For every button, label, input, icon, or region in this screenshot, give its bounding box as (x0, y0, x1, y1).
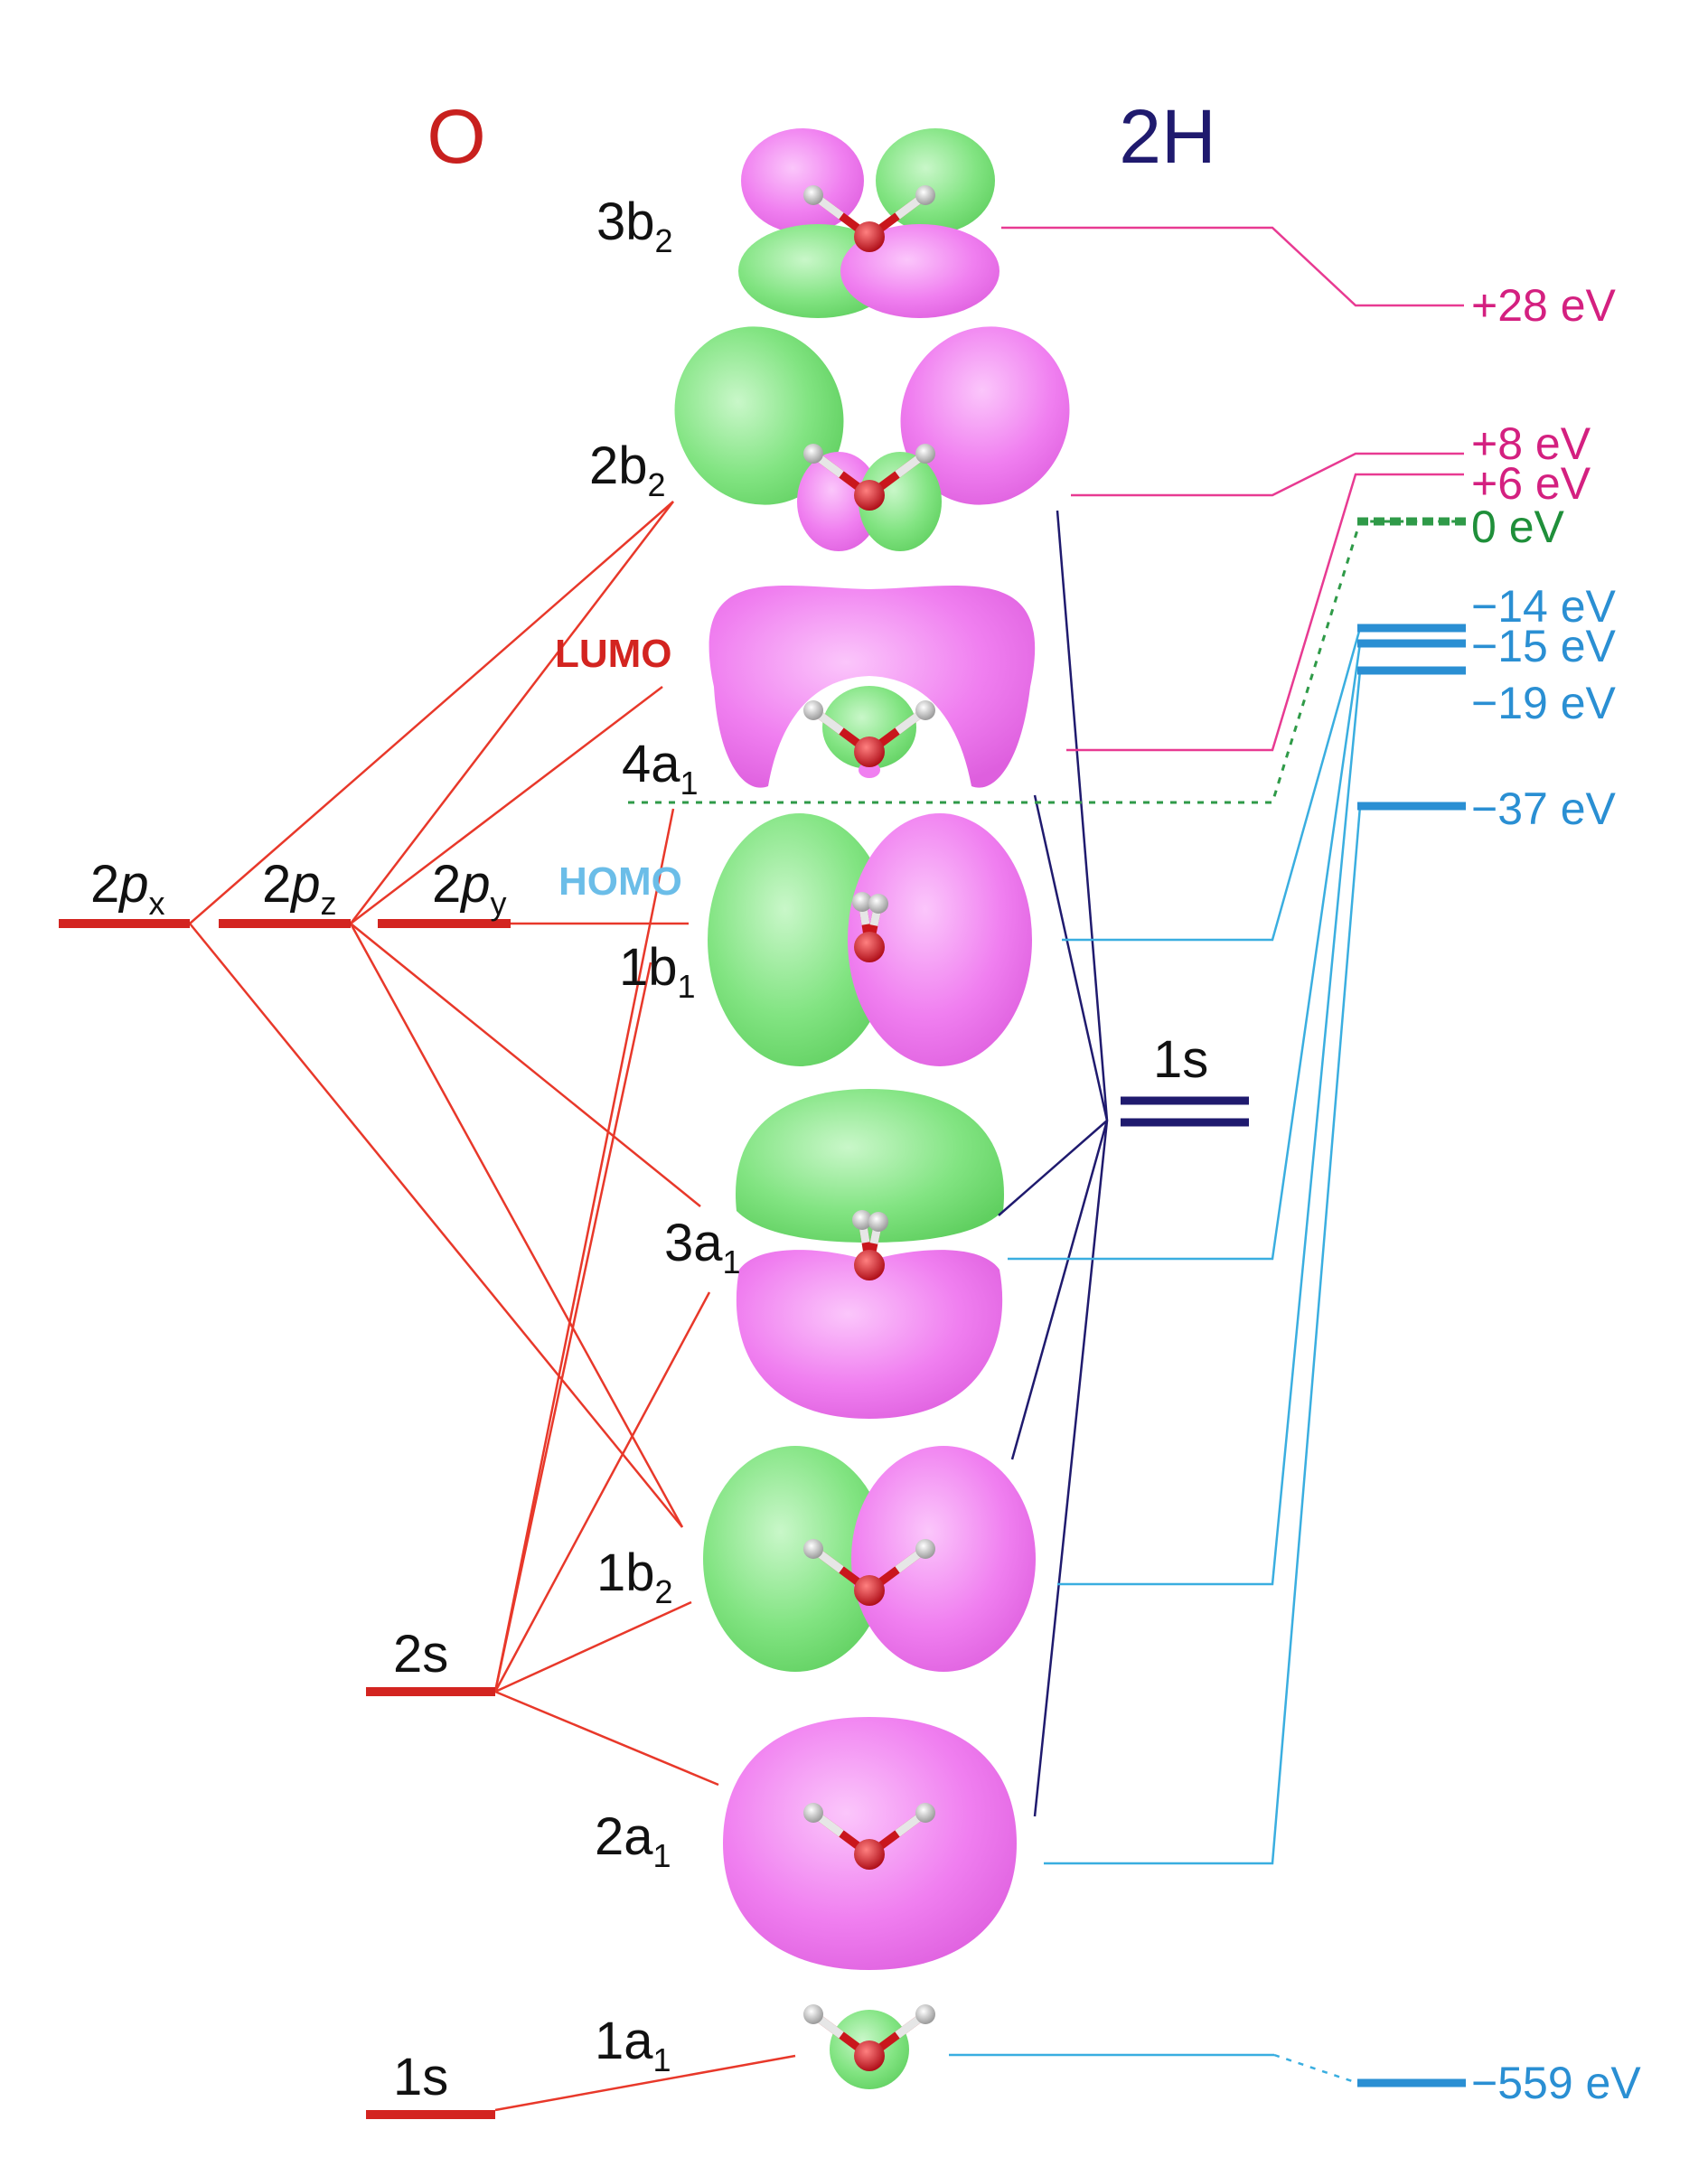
hydrogen-correlation-lines (998, 510, 1109, 1817)
energy-label-1: +28 eV (1471, 280, 1617, 331)
label-2pz: 2pz (262, 855, 337, 922)
water-molecules (803, 185, 935, 2071)
antibonding-lines (1001, 226, 1464, 752)
orbital-3a1 (735, 1089, 1005, 1419)
label-o-1s: 1s (393, 2048, 448, 2106)
mo-label-2a1: 2a1 (595, 1807, 671, 1874)
oxygen-levels (59, 919, 511, 2119)
label-2py: 2py (432, 855, 507, 922)
energy-label-9: −559 eV (1471, 2058, 1641, 2108)
label-o-2s: 2s (393, 1625, 448, 1684)
mo-label-4a1: 4a1 (622, 735, 699, 802)
homo-tag: HOMO (558, 859, 682, 904)
mo-label-3a1: 3a1 (664, 1214, 741, 1280)
orbital-lobes (674, 128, 1070, 2089)
oxygen-correlation-lines (189, 501, 796, 2112)
lumo-tag: LUMO (555, 632, 672, 676)
water-molecule (803, 1803, 935, 1870)
water-molecule (803, 700, 935, 767)
water-molecule (852, 1210, 888, 1280)
energy-label-6: −15 eV (1471, 621, 1617, 671)
water-molecule (852, 892, 888, 962)
mo-energy-levels (1357, 517, 1466, 2087)
mo-label-1a1: 1a1 (595, 2012, 671, 2078)
water-molecule (803, 1539, 935, 1606)
hydrogen-level (1121, 1096, 1249, 1127)
energy-label-5: −14 eV (1471, 581, 1617, 632)
bonding-lines (949, 626, 1464, 2085)
energy-label-8: −37 eV (1471, 783, 1617, 834)
orbital-1b2 (703, 1446, 1036, 1672)
label-h-1s: 1s (1153, 1030, 1208, 1089)
energy-label-2: +8 eV (1471, 418, 1591, 469)
energy-label-4: 0 eV (1471, 502, 1565, 552)
mo-label-2b2: 2b2 (589, 436, 666, 503)
mo-label-1b2: 1b2 (596, 1543, 673, 1610)
mo-label-3b2: 3b2 (596, 192, 673, 259)
oxygen-header: O (427, 94, 485, 179)
water-molecule (803, 2004, 935, 2071)
orbital-2b2 (674, 326, 1070, 551)
label-2px: 2px (90, 855, 165, 922)
mo-label-1b1: 1b1 (619, 938, 696, 1005)
energy-label-3: +6 eV (1471, 458, 1591, 509)
orbital-1b1 (708, 813, 1032, 1066)
water-molecule (803, 444, 935, 511)
hydrogen-header: 2H (1119, 94, 1215, 179)
water-molecule (803, 185, 935, 252)
energy-label-7: −19 eV (1471, 678, 1617, 728)
